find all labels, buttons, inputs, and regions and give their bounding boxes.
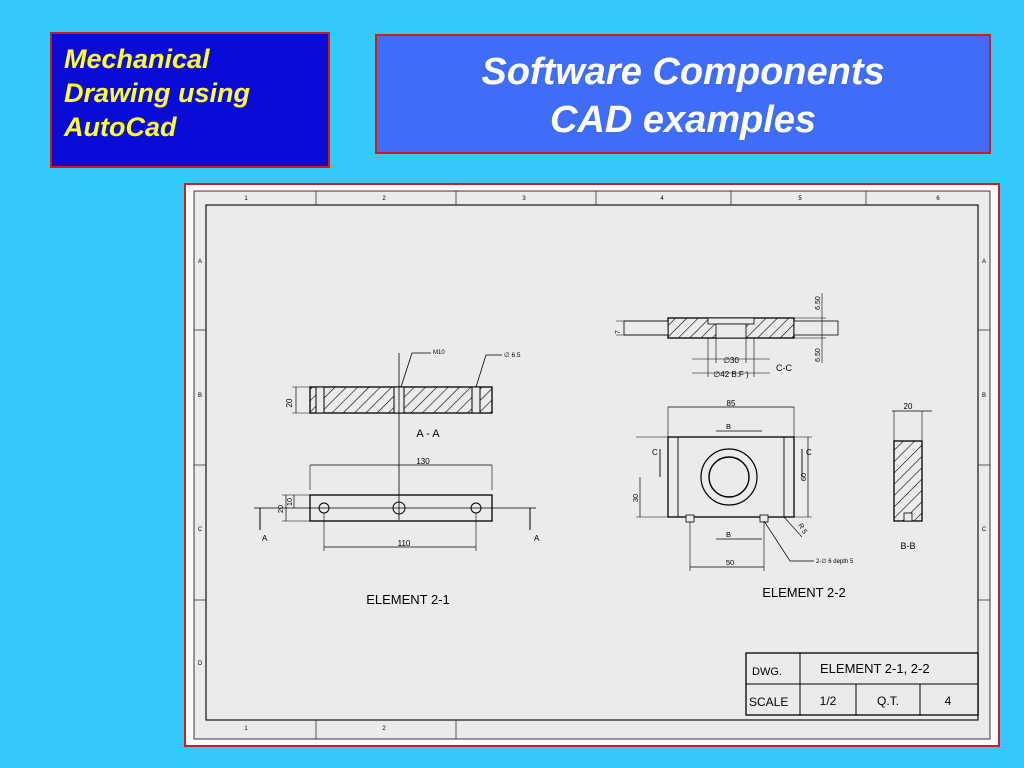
- height-dim: 30: [631, 494, 640, 502]
- depth-dim: 60: [799, 473, 808, 481]
- section-height-dim: 20: [285, 398, 294, 407]
- section-label-b-b: B-B: [900, 541, 915, 551]
- plan-height-dim: 20: [276, 505, 285, 513]
- border-row-b-right: B: [982, 393, 986, 399]
- border-col-1: 1: [244, 196, 248, 202]
- element-2-1-title: ELEMENT 2-1: [366, 592, 450, 607]
- border-row-a: A: [198, 259, 202, 265]
- cc-counterbore-dim: ∅42 B.F ): [713, 370, 749, 379]
- cc-bottom-dim: 6.50: [815, 348, 822, 362]
- border-row-b: B: [198, 393, 202, 399]
- side-width-dim: 20: [904, 402, 913, 411]
- overall-length-dim: 130: [416, 457, 430, 466]
- cut-marker-a-right: A: [534, 534, 540, 543]
- border-col-2-bottom: 2: [382, 726, 386, 732]
- cad-drawing: 1 2 3 4 5 6 1 2 A B C D A B C M10 ∅ 6.5 …: [184, 183, 1000, 747]
- border-row-c-right: C: [982, 527, 987, 533]
- dwg-value: ELEMENT 2-1, 2-2: [820, 661, 930, 676]
- element-2-1-plan-view: 130 A A 20 10 110 ELEMENT 2-1: [254, 457, 540, 607]
- element-2-2-section-cc: 7 6.50 6.50 ∅30 ∅42 B.F ) C-C: [615, 293, 839, 379]
- border-col-5: 5: [798, 196, 802, 202]
- qt-value: 4: [945, 694, 952, 708]
- qt-label: Q.T.: [877, 694, 899, 708]
- cut-marker-c-left: C: [652, 448, 658, 457]
- scale-label: SCALE: [749, 695, 788, 709]
- title-block: DWG. ELEMENT 2-1, 2-2 SCALE 1/2 Q.T. 4: [745, 652, 979, 716]
- border-col-4: 4: [660, 196, 664, 202]
- cad-drawing-canvas: 1 2 3 4 5 6 1 2 A B C D A B C M10 ∅ 6.5 …: [186, 185, 998, 745]
- hole-note: 2-∅ 6 depth 5: [816, 558, 854, 565]
- border-col-6: 6: [936, 196, 940, 202]
- course-title-line-1: Mechanical: [64, 44, 210, 74]
- cut-marker-a-left: A: [262, 534, 268, 543]
- sheet-inner-border: [205, 204, 979, 721]
- border-row-c: C: [198, 527, 203, 533]
- cut-marker-c-right: C: [806, 448, 812, 457]
- border-col-3: 3: [522, 196, 526, 202]
- cut-marker-b-bottom: B: [726, 530, 731, 539]
- border-row-d: D: [198, 661, 203, 667]
- scale-value: 1/2: [820, 694, 837, 708]
- cc-top-dim: 6.50: [815, 296, 822, 310]
- radius-dim: R 5: [796, 523, 808, 536]
- course-title-line-2: Drawing using: [64, 78, 251, 108]
- slide-title-line-1: Software Components: [481, 51, 885, 93]
- hole-spacing-dim: 110: [398, 539, 411, 548]
- section-label-a-a: A - A: [416, 428, 440, 440]
- element-2-2-plan-view: 85 B B C C 30 60 R 5 50 2-∅ 6 depth 5: [631, 399, 854, 600]
- width-dim: 85: [727, 399, 736, 408]
- border-col-2: 2: [382, 196, 386, 202]
- slide-title-line-2: CAD examples: [549, 99, 817, 141]
- slide-title-box: Software Components CAD examples: [375, 34, 991, 154]
- plan-half-height-dim: 10: [285, 498, 294, 506]
- hole-diameter-label: ∅ 6.5: [504, 352, 521, 359]
- element-2-2-section-bb: 20 B-B: [892, 402, 932, 551]
- cc-bore-dim: ∅30: [723, 356, 739, 365]
- thread-label: M10: [433, 350, 445, 356]
- dwg-label: DWG.: [752, 666, 782, 678]
- cut-marker-b-top: B: [726, 422, 731, 431]
- section-label-c-c: C-C: [776, 363, 792, 373]
- element-2-1-section-view: M10 ∅ 6.5 20 A - A: [285, 350, 521, 520]
- border-row-a-right: A: [982, 259, 986, 265]
- element-2-2-title: ELEMENT 2-2: [762, 585, 846, 600]
- cc-thickness-dim: 7: [615, 330, 622, 334]
- course-title-box: Mechanical Drawing using AutoCad: [50, 32, 330, 168]
- border-col-1-bottom: 1: [244, 726, 248, 732]
- course-title-line-3: AutoCad: [64, 112, 177, 142]
- plan-hole-spacing-dim: 50: [726, 558, 734, 567]
